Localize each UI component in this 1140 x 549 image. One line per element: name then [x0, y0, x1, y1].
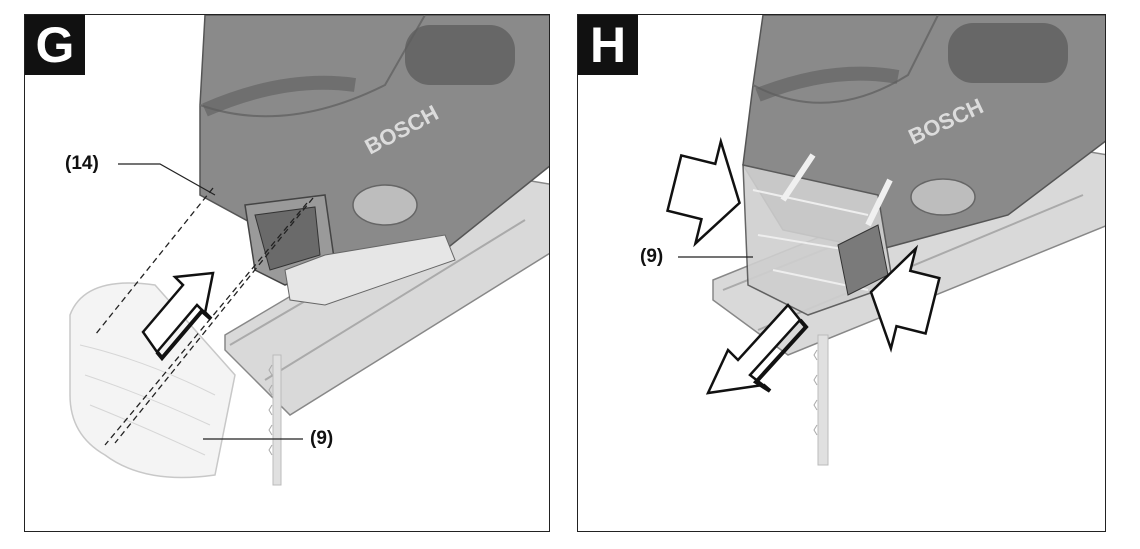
saw-blade — [817, 334, 829, 466]
callout-14: (14) — [65, 153, 99, 174]
chip-guard — [69, 282, 236, 479]
callout-9: (9) — [310, 428, 334, 449]
guide-line-dashed — [94, 187, 214, 336]
jigsaw-illustration-g: BOSCH — [69, 15, 549, 486]
figure-panel-g: BOSCH G (14) (9) — [24, 14, 550, 532]
callout-9: (9) — [640, 246, 664, 267]
leader-line-14 — [118, 163, 216, 196]
direction-arrow — [141, 271, 215, 355]
jigsaw-illustration-h: BOSCH — [665, 15, 1105, 466]
panel-letter-badge: H — [578, 15, 638, 75]
figure-panel-h: BOSCH H (9) — [577, 14, 1106, 532]
squeeze-arrow-left — [665, 136, 741, 248]
pull-arrow — [705, 303, 802, 395]
switch-knob — [910, 178, 976, 216]
switch-knob — [352, 184, 418, 226]
saw-blade — [272, 354, 282, 486]
guide-line-dashed — [104, 202, 308, 446]
panel-letter-badge: G — [25, 15, 85, 75]
guide-line-dashed — [114, 197, 314, 444]
squeeze-arrow-right — [869, 244, 941, 353]
